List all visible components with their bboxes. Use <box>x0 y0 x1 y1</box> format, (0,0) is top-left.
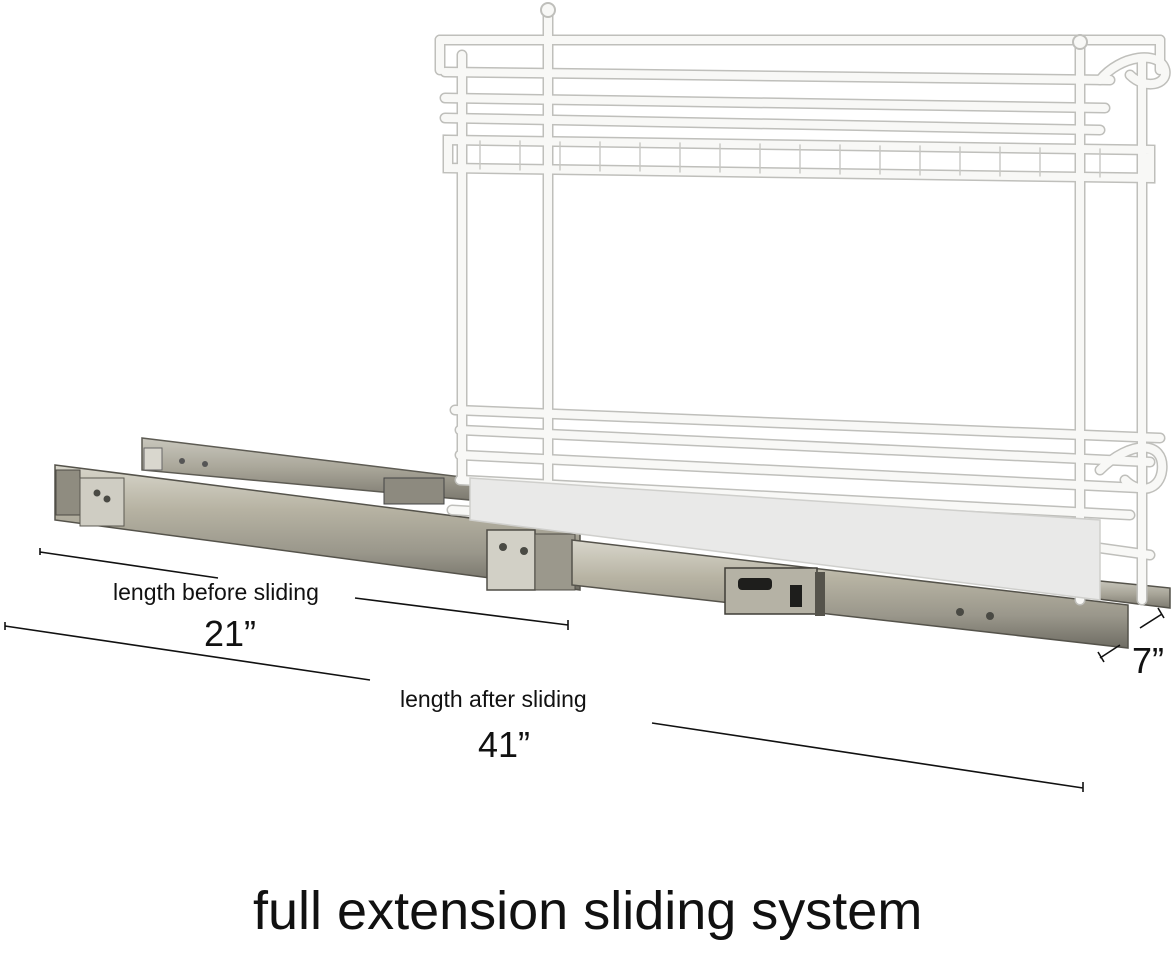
depth-dimension-line <box>1097 607 1165 663</box>
after-sliding-label: length after sliding <box>400 686 587 712</box>
sliding-rails <box>54 437 1171 649</box>
before-sliding-label: length before sliding <box>113 579 319 605</box>
wire-basket <box>434 2 1171 606</box>
before-dimension-line <box>39 548 569 630</box>
after-dimension-line <box>4 622 1084 792</box>
before-sliding-value: 21” <box>204 613 257 654</box>
dimension-lines <box>4 548 1165 792</box>
depth-value: 7” <box>1132 640 1165 681</box>
after-sliding-value: 41” <box>478 724 531 765</box>
caption: full extension sliding system <box>253 881 923 941</box>
